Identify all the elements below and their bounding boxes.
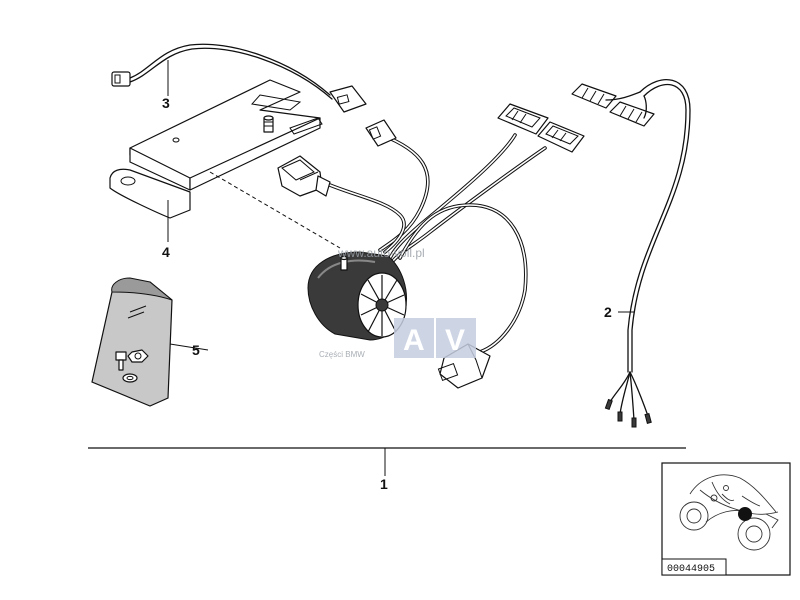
connector-multi-pin-pair [497, 103, 585, 153]
watermark-url: www.auto-voll.pl [337, 246, 425, 260]
open-wire-leads [604, 371, 652, 428]
siren-bolt-icon [340, 255, 348, 271]
bolt-icon [115, 349, 149, 383]
part-4-bracket[interactable] [109, 79, 341, 249]
callout-4: 4 [162, 244, 170, 260]
connector-small-left [111, 71, 131, 87]
callout-1: 1 [380, 476, 388, 492]
component-location-marker [738, 507, 752, 521]
watermark-logo-v: V [445, 324, 465, 357]
watermark: www.auto-voll.pl A V Części BMW [319, 246, 476, 359]
motorcycle-thumbnail[interactable]: 00044905 [661, 462, 791, 576]
watermark-logo-a: A [403, 324, 425, 357]
connector-large-plug [277, 155, 331, 197]
callout-3: 3 [162, 95, 170, 111]
part-2-cable[interactable] [571, 78, 691, 428]
reference-code: 00044905 [667, 564, 715, 575]
part-5-rubber-mount[interactable] [91, 277, 173, 407]
connector-flat-right [329, 85, 367, 113]
watermark-tagline: Części BMW [319, 350, 365, 359]
connector-relay-pair [571, 83, 655, 127]
alarm-siren-icon [307, 251, 407, 341]
callout-5: 5 [192, 342, 200, 358]
motorcycle-thumbnail-icon [679, 474, 779, 551]
connector-white-2pin [365, 119, 397, 147]
callout-leaders [167, 60, 634, 476]
callout-2: 2 [604, 304, 612, 320]
part-3-cable[interactable] [111, 43, 367, 113]
stud-icon [263, 115, 274, 133]
